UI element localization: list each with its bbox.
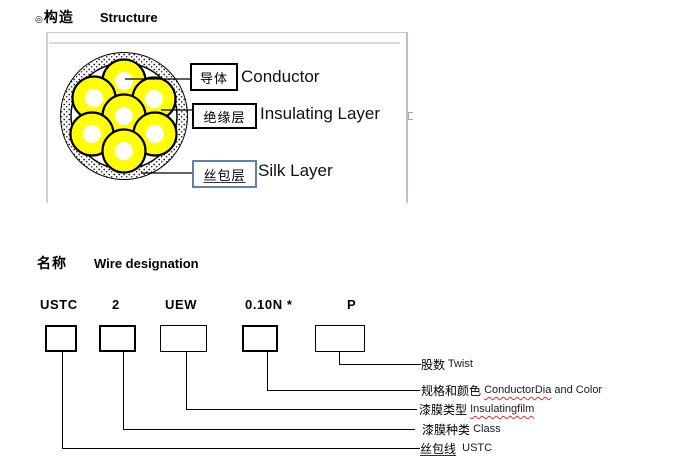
connector-stub-p	[339, 352, 340, 364]
code-box-p	[315, 325, 365, 352]
code-box-uew	[160, 325, 207, 352]
conductor-callout-box: 导体	[190, 63, 238, 91]
structure-title-zh: 构造	[43, 9, 74, 25]
label-silk-wire-en: USTC	[456, 442, 493, 454]
label-twist-zh: 股数	[421, 357, 446, 372]
structure-figure-frame	[46, 32, 408, 203]
cable-cross-section-diagram	[60, 52, 194, 180]
silk-callout-label: 丝包层	[203, 167, 246, 183]
insulating-english-label: Insulating Layer	[260, 104, 381, 123]
label-class-en: Class	[470, 423, 501, 435]
insulating-callout-label: 绝缘层	[203, 109, 246, 125]
section-bullet-icon: ◎	[35, 14, 43, 24]
label-silk-wire-zh: 丝包线	[420, 441, 457, 456]
conductor-english-label: Conductor	[241, 67, 320, 86]
conductor-bundle	[69, 58, 178, 174]
connector-stub-2	[123, 352, 124, 429]
frame-corner-artifact	[408, 112, 413, 120]
insulating-callout-box: 绝缘层	[192, 103, 257, 129]
code-2: 2	[112, 297, 120, 312]
figure-top-rule	[49, 42, 400, 44]
label-twist: 股数 Twist	[421, 356, 473, 372]
label-dia-color-en: and Color	[551, 384, 603, 396]
connector-line-film	[186, 409, 417, 410]
connector-line-twist	[339, 364, 421, 365]
code-box-010n	[242, 325, 278, 352]
code-box-ustc	[45, 325, 77, 352]
connector-stub-uew	[186, 352, 187, 409]
code-ustc: USTC	[40, 297, 78, 312]
connector-stub-ustc	[62, 352, 63, 448]
silk-english-label: Silk Layer	[258, 161, 333, 180]
connector-line-silk-wire	[62, 448, 420, 449]
label-film-type: 漆膜类型 Insulatingfilm	[419, 401, 534, 417]
structure-section-heading: ◎ 构造 Structure	[35, 7, 158, 27]
label-dia-color-zh: 规格和颜色	[421, 383, 482, 398]
label-silk-wire: 丝包线 USTC	[420, 440, 492, 456]
label-film-type-en-misspelled: Insulatingfilm	[470, 403, 535, 415]
label-dia-color-en-misspelled: ConductorDia	[484, 384, 552, 396]
code-box-2	[99, 325, 136, 352]
code-uew: UEW	[165, 297, 198, 312]
designation-section-heading: 名称 Wire designation	[37, 253, 199, 273]
structure-title-en: Structure	[99, 10, 158, 25]
connector-stub-010n	[267, 352, 268, 390]
designation-title-en: Wire designation	[94, 256, 199, 271]
connector-line-dia-color	[267, 390, 420, 391]
connector-line-class	[123, 429, 415, 430]
silk-stipple-ring	[61, 53, 187, 179]
conductor-callout-label: 导体	[199, 70, 228, 86]
silk-callout-box: 丝包层	[192, 160, 257, 188]
label-film-type-zh: 漆膜类型	[419, 402, 468, 417]
label-twist-en: Twist	[445, 358, 473, 370]
code-p: P	[347, 297, 357, 312]
label-class-zh: 漆膜种类	[422, 422, 471, 437]
code-010n: 0.10N *	[245, 297, 293, 312]
designation-title-zh: 名称	[37, 255, 67, 271]
label-dia-color: 规格和颜色 ConductorDia and Color	[421, 382, 602, 398]
label-class: 漆膜种类 Class	[422, 421, 501, 437]
